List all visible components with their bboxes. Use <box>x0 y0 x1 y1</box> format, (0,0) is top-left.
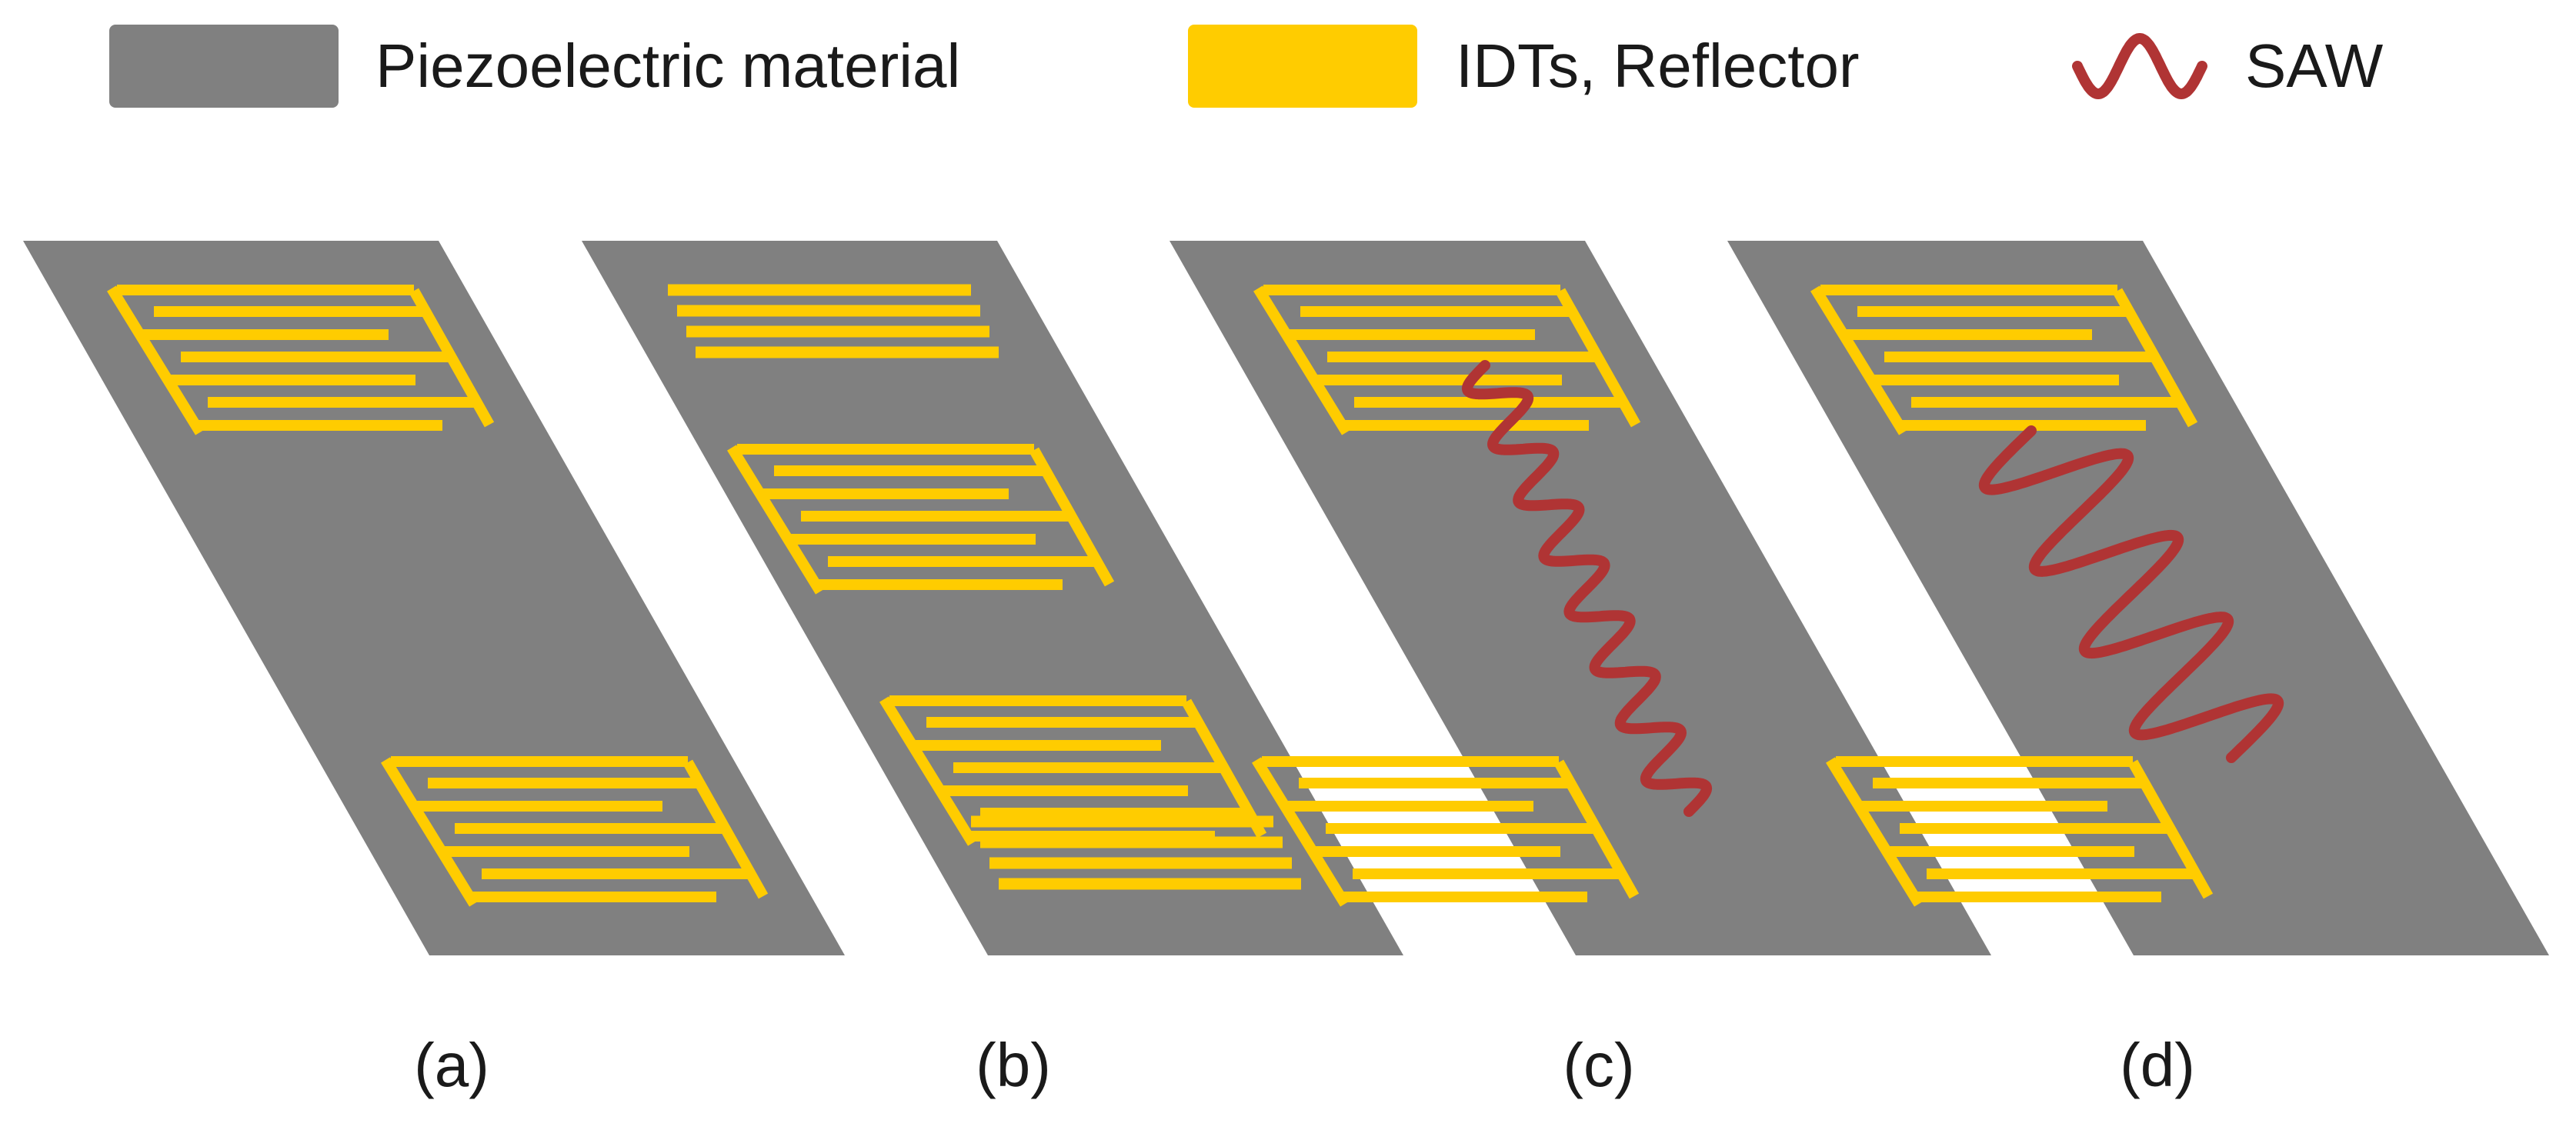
panel-c: (c) <box>1170 241 1991 1099</box>
idt-busbar <box>107 285 205 435</box>
panel-caption-a: (a) <box>414 1031 489 1099</box>
idt-busbar <box>381 757 479 907</box>
reflector-top <box>668 284 999 358</box>
panel-a: (a) <box>23 241 845 1099</box>
panel-caption-b: (b) <box>976 1031 1051 1099</box>
piezoelectric-substrate <box>582 241 1403 955</box>
panel-b: (b) <box>582 241 1403 1099</box>
idt-bottom <box>1252 756 1640 907</box>
legend-label-idts-reflector: IDTs, Reflector <box>1456 32 1860 100</box>
legend: Piezoelectric material IDTs, Reflector S… <box>109 25 2384 108</box>
idt-busbar <box>727 445 825 595</box>
idt-bottom <box>381 756 769 907</box>
idt-bottom <box>1826 756 2214 907</box>
idt-bottom <box>879 695 1267 846</box>
reflector-bottom <box>971 815 1301 890</box>
panel-caption-c: (c) <box>1563 1031 1634 1099</box>
legend-label-piezoelectric-material: Piezoelectric material <box>375 32 960 100</box>
idt-reflector-swatch <box>1188 25 1417 108</box>
idt-busbar <box>879 696 977 846</box>
idt-top <box>1810 285 2198 435</box>
idt-busbar <box>1826 757 1924 907</box>
idt-top <box>727 444 1115 595</box>
piezoelectric-substrate <box>23 241 845 955</box>
idt-top <box>107 285 495 435</box>
idt-top <box>1253 285 1641 435</box>
legend-label-saw: SAW <box>2245 32 2384 100</box>
piezoelectric-substrate <box>1727 241 2549 955</box>
piezoelectric-material-swatch <box>109 25 339 108</box>
idt-busbar <box>1810 285 1908 435</box>
panel-d: (d) <box>1727 241 2549 1099</box>
saw-wave-long-wavelength <box>1978 425 2284 763</box>
saw-wave-icon <box>2072 33 2207 99</box>
panel-caption-d: (d) <box>2120 1031 2195 1099</box>
idt-busbar <box>1253 285 1351 435</box>
idt-busbar <box>1252 757 1350 907</box>
saw-wave-short-wavelength <box>1461 360 1713 817</box>
